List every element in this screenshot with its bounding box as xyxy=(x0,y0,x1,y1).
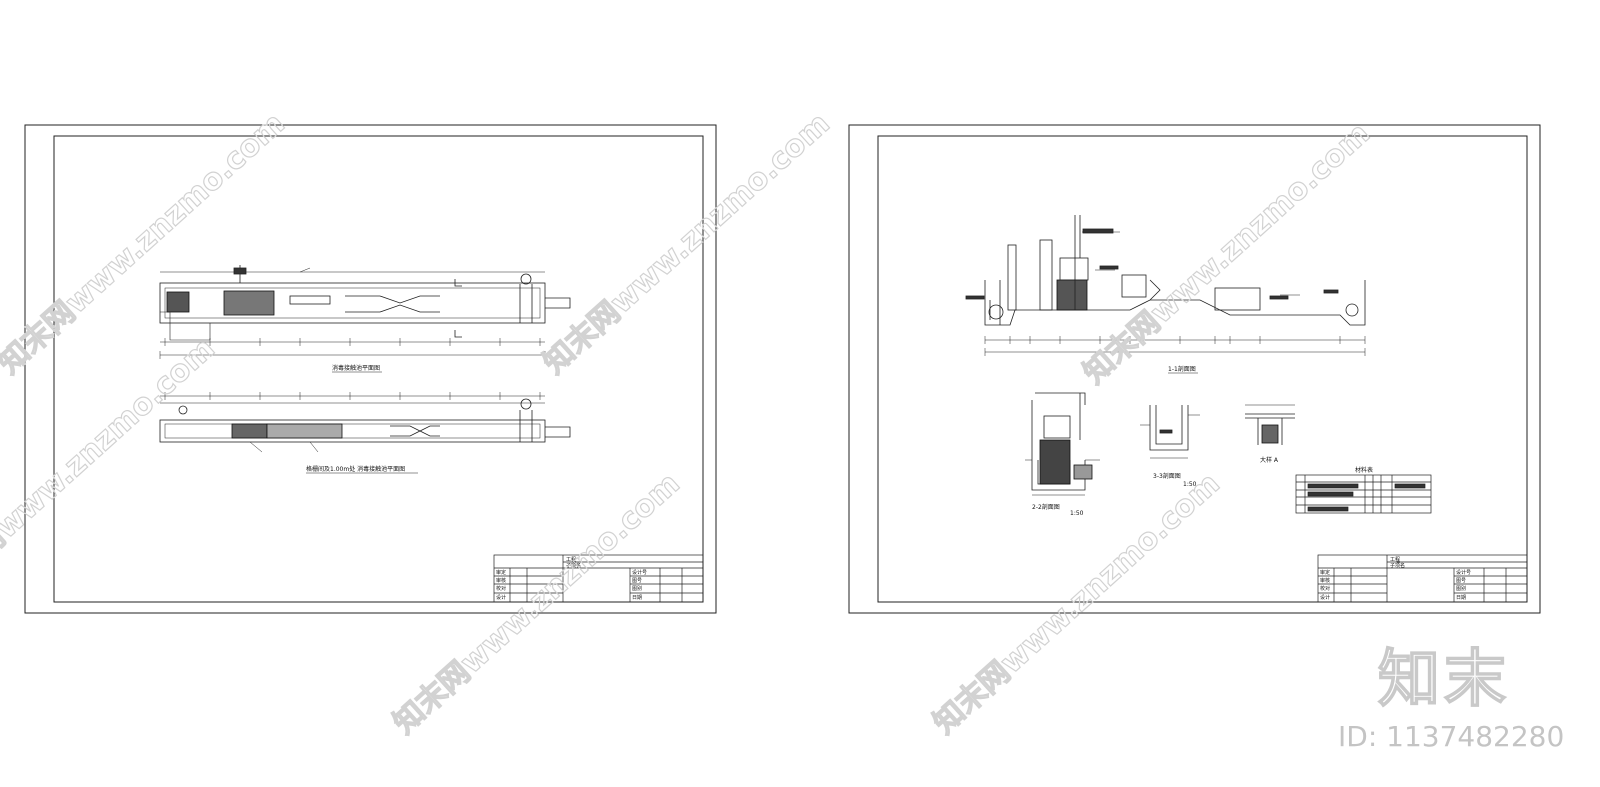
left-tb-right1: 设计号 xyxy=(632,569,647,576)
right-sheet-outer-frame xyxy=(848,124,1541,614)
plan-view-bottom-caption: 格栅间及1.00m处 消毒接触池平面图 xyxy=(306,465,405,473)
section-1-1 xyxy=(965,215,1366,356)
right-tb-row1: 审定 xyxy=(1320,569,1330,576)
right-sheet-inner-frame xyxy=(877,135,1528,603)
right-tb-right3: 图别 xyxy=(1456,585,1466,592)
left-tb-project: 工程 xyxy=(566,556,576,563)
detail-a xyxy=(1245,404,1295,445)
watermark-text: 知末网www.znzmo.com xyxy=(0,106,292,381)
left-tb-row1: 审定 xyxy=(496,569,506,576)
left-tb-row3: 校对 xyxy=(496,585,506,592)
left-tb-row2: 审核 xyxy=(496,577,506,584)
right-title-block xyxy=(1317,554,1528,603)
right-sheet: 1-1剖面图 2-2剖面图 1:50 3-3剖面图 1:50 xyxy=(848,124,1541,614)
right-tb-right4: 日期 xyxy=(1456,595,1466,601)
section-3-3-caption: 3-3剖面图 xyxy=(1153,472,1181,480)
watermark-logo: 知末 xyxy=(1378,642,1510,715)
section-2-2-scale: 1:50 xyxy=(1070,510,1084,517)
left-tb-subitem: 子项名 xyxy=(566,562,581,569)
left-title-block xyxy=(493,554,704,603)
left-sheet: 消毒接触池平面图 格栅间及1.00m处 消毒接触池平面图 xyxy=(24,124,717,614)
right-tb-project: 工程 xyxy=(1390,556,1400,563)
right-tb-subitem: 子项名 xyxy=(1390,562,1405,569)
right-tb-right2: 图号 xyxy=(1456,578,1466,584)
watermark-text: 知末网www.znzmo.com xyxy=(387,466,687,741)
left-sheet-outer-frame xyxy=(24,124,717,614)
section-1-1-caption: 1-1剖面图 xyxy=(1168,365,1196,373)
plan-view-top-caption: 消毒接触池平面图 xyxy=(332,364,380,372)
watermark-text: 知末网www.znzmo.com xyxy=(0,331,222,606)
left-sheet-inner-frame xyxy=(53,135,704,603)
plan-view-top xyxy=(159,265,571,359)
material-table xyxy=(1295,474,1432,514)
left-tb-row4: 设计 xyxy=(496,594,506,601)
watermark-text: 知末网www.znzmo.com xyxy=(927,466,1227,741)
left-tb-right2: 图号 xyxy=(632,578,642,584)
left-tb-right4: 日期 xyxy=(632,595,642,601)
section-2-2-caption: 2-2剖面图 xyxy=(1032,503,1060,511)
right-tb-row3: 校对 xyxy=(1320,585,1330,592)
right-tb-row4: 设计 xyxy=(1320,594,1330,601)
watermark-text: 知末网www.znzmo.com xyxy=(1077,116,1377,391)
material-table-title: 材料表 xyxy=(1355,466,1373,474)
left-tb-right3: 图别 xyxy=(632,585,642,592)
section-3-3-scale: 1:50 xyxy=(1183,481,1197,488)
plan-view-bottom xyxy=(159,392,571,453)
watermark-text: 知末网www.znzmo.com xyxy=(537,106,837,381)
section-2-2 xyxy=(1025,392,1100,496)
right-tb-row2: 审核 xyxy=(1320,577,1330,584)
section-3-3 xyxy=(1140,405,1200,459)
detail-a-caption: 大样 A xyxy=(1260,456,1279,464)
right-tb-right1: 设计号 xyxy=(1456,569,1471,576)
watermark-id: ID: 1137482280 xyxy=(1338,720,1564,753)
